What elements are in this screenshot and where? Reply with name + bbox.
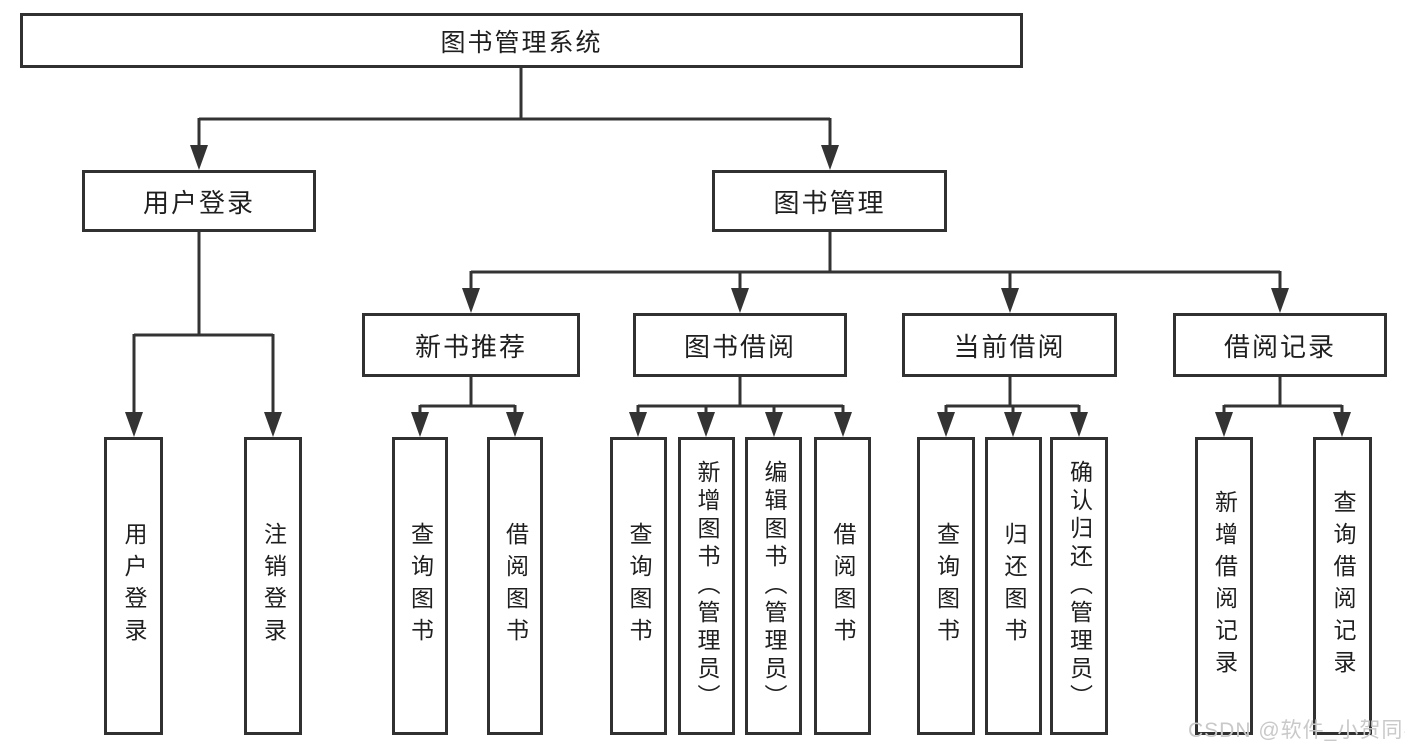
arrowhead <box>264 412 282 437</box>
leaf-newbook-query-books-label: 查询图书 <box>407 522 434 650</box>
csdn-watermark: CSDN @软件_小贺同学 <box>1188 719 1405 742</box>
leaf-newbook-borrow-books: 借阅图书 <box>487 437 543 735</box>
arrowhead <box>697 412 715 437</box>
node-new-book-recommend-label: 新书推荐 <box>414 331 527 362</box>
leaf-add-books-admin: 新增图书（管理员） <box>678 437 735 735</box>
arrowhead <box>506 412 524 437</box>
arrowhead <box>411 412 429 437</box>
arrowhead <box>1333 412 1351 437</box>
arrowhead <box>190 145 208 170</box>
node-user-login-label: 用户登录 <box>142 187 255 218</box>
node-root: 图书管理系统 <box>20 13 1023 68</box>
node-book-borrowing-label: 图书借阅 <box>683 331 796 362</box>
arrowhead <box>125 412 143 437</box>
leaf-edit-books-admin: 编辑图书（管理员） <box>745 437 802 735</box>
leaf-return-books: 归还图书 <box>985 437 1042 735</box>
leaf-borrow-query-books: 查询图书 <box>610 437 667 735</box>
node-book-management: 图书管理 <box>712 170 947 232</box>
node-book-borrowing: 图书借阅 <box>633 313 847 377</box>
leaf-newbook-query-books: 查询图书 <box>392 437 448 735</box>
node-borrowing-records: 借阅记录 <box>1173 313 1387 377</box>
leaf-logout-label: 注销登录 <box>260 522 287 650</box>
node-root-label: 图书管理系统 <box>440 28 603 57</box>
node-borrowing-records-label: 借阅记录 <box>1223 331 1336 362</box>
leaf-newbook-borrow-books-label: 借阅图书 <box>502 522 529 650</box>
leaf-query-borrow-record-label: 查询借阅记录 <box>1330 490 1356 682</box>
leaf-current-query-books-label: 查询图书 <box>933 522 960 650</box>
leaf-confirm-return-admin: 确认归还（管理员） <box>1050 437 1108 735</box>
leaf-query-borrow-record: 查询借阅记录 <box>1313 437 1372 735</box>
node-user-login: 用户登录 <box>82 170 316 232</box>
arrowhead <box>821 145 839 170</box>
leaf-logout: 注销登录 <box>244 437 302 735</box>
leaf-edit-books-admin-label: 编辑图书（管理员） <box>761 460 787 712</box>
leaf-confirm-return-admin-label: 确认归还（管理员） <box>1066 460 1093 712</box>
node-book-management-label: 图书管理 <box>773 187 886 218</box>
arrowhead <box>834 412 852 437</box>
arrowhead <box>765 412 783 437</box>
arrowhead <box>629 412 647 437</box>
leaf-add-borrow-record: 新增借阅记录 <box>1195 437 1253 735</box>
arrowhead <box>731 288 749 313</box>
arrowhead <box>462 288 480 313</box>
leaf-current-query-books: 查询图书 <box>917 437 975 735</box>
node-current-borrowing-label: 当前借阅 <box>953 331 1066 362</box>
leaf-return-books-label: 归还图书 <box>1001 522 1027 650</box>
leaf-add-books-admin-label: 新增图书（管理员） <box>694 460 720 712</box>
node-new-book-recommend: 新书推荐 <box>362 313 580 377</box>
leaf-borrow-query-books-label: 查询图书 <box>626 522 652 650</box>
arrowhead <box>937 412 955 437</box>
leaf-borrow-books-label: 借阅图书 <box>830 522 856 650</box>
arrowhead <box>1070 412 1088 437</box>
arrowhead <box>1215 412 1233 437</box>
node-current-borrowing: 当前借阅 <box>902 313 1117 377</box>
leaf-add-borrow-record-label: 新增借阅记录 <box>1211 490 1238 682</box>
leaf-user-login: 用户登录 <box>104 437 163 735</box>
arrowhead <box>1271 288 1289 313</box>
leaf-user-login-label: 用户登录 <box>121 522 147 650</box>
leaf-borrow-books: 借阅图书 <box>814 437 871 735</box>
arrowhead <box>1004 412 1022 437</box>
arrowhead <box>1001 288 1019 313</box>
